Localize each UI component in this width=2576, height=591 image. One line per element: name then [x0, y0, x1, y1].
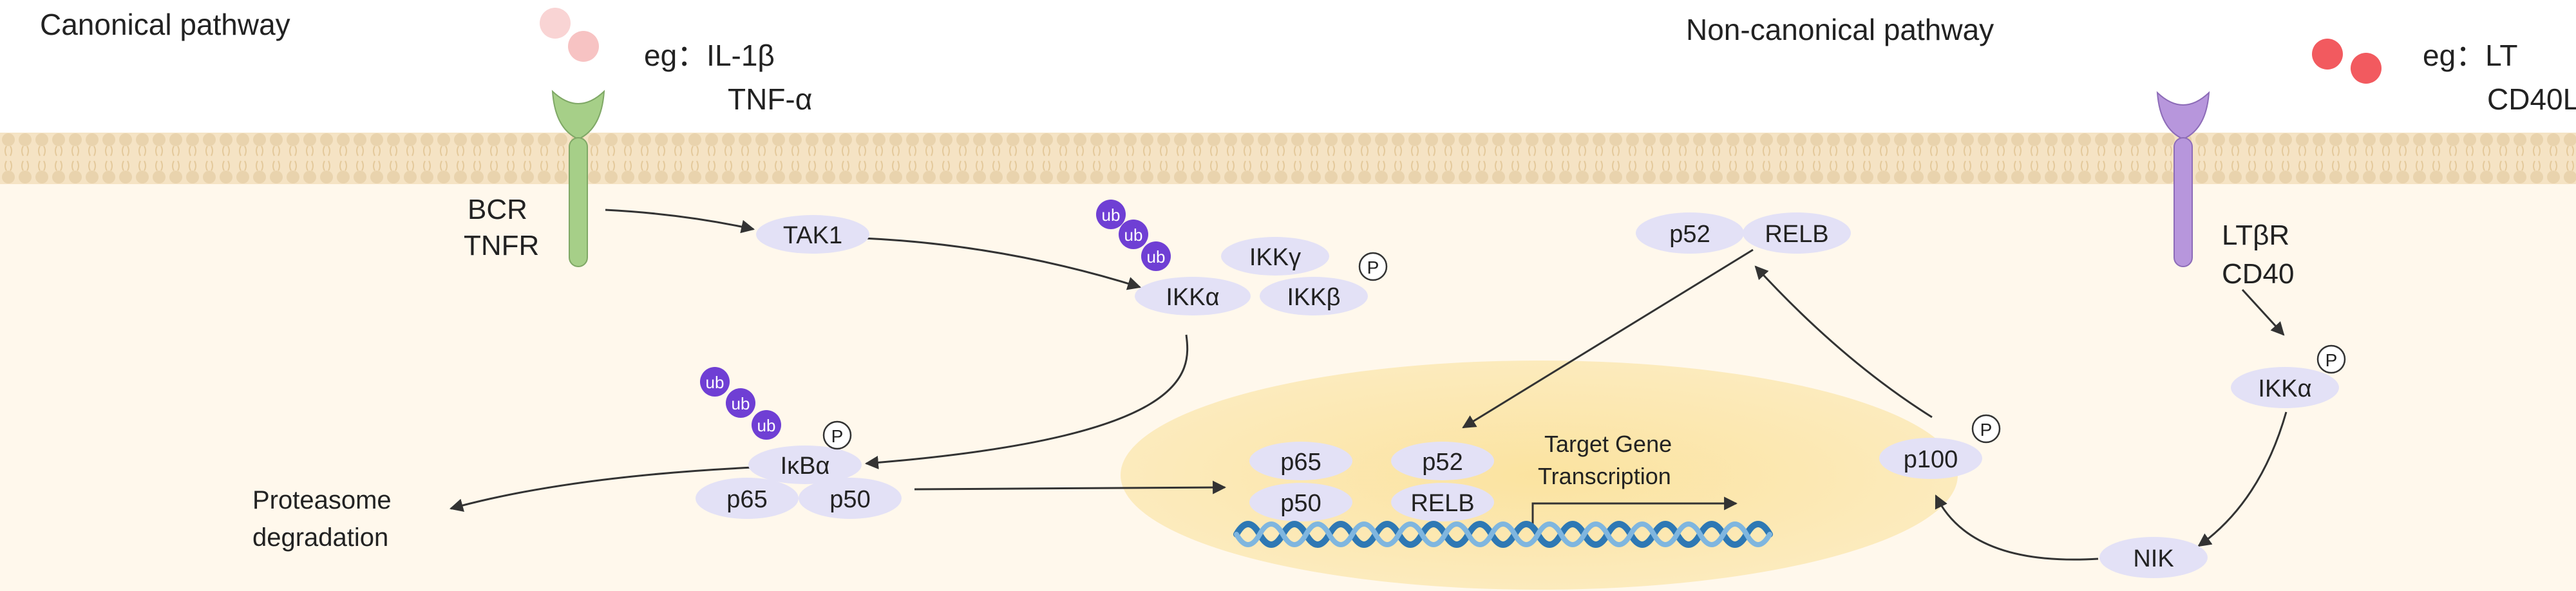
ub-label: ub — [1124, 225, 1143, 245]
p52-relb-complex-cytoplasm: p52 RELB — [1636, 212, 1851, 254]
phospho-label: P — [831, 426, 844, 446]
ub-label: ub — [732, 394, 750, 413]
ub-label: ub — [757, 416, 776, 435]
arrow-ikk-to-ikba — [864, 334, 1189, 469]
p65-protein-cytoplasm: p65 — [696, 478, 799, 519]
relb-protein-cytoplasm: RELB — [1743, 212, 1851, 254]
ikk-gamma-label: IKKγ — [1249, 244, 1301, 271]
phospho-label: P — [2325, 350, 2338, 370]
phospho-label: P — [1980, 420, 1993, 440]
p50-protein-nucleus: p50 — [1249, 483, 1352, 521]
arrow-complex-to-nucleus — [914, 480, 1227, 494]
membrane-inner-leaflet — [0, 158, 2576, 184]
nik-label: NIK — [2133, 545, 2174, 572]
relb-label: RELB — [1410, 490, 1474, 517]
phospho-ikk-beta: P — [1358, 252, 1388, 281]
p100-label: p100 — [1904, 446, 1958, 473]
ikba-p65-p50-complex: ub ub ub IκBα P p65 p50 — [696, 367, 902, 519]
extracellular-space — [0, 0, 2576, 133]
p50-label: p50 — [829, 486, 870, 513]
ikk-beta-protein: IKKβ — [1260, 277, 1368, 315]
arrow-receptor-to-tak1 — [605, 209, 755, 234]
ikba-label: IκBα — [781, 453, 830, 480]
p52-label: p52 — [1669, 221, 1710, 248]
canonical-receptor-label: BCR — [468, 194, 527, 225]
noncanonical-ligand-2 — [2351, 53, 2382, 84]
canonical-ligand-example-2: TNF-α — [728, 82, 812, 116]
relb-label: RELB — [1765, 221, 1828, 248]
noncanonical-ligand-example: eg：LT — [2423, 39, 2517, 72]
ikba-protein: IκBα — [748, 446, 862, 484]
nik-protein: NIK — [2099, 537, 2208, 578]
canonical-receptor-label-2: TNFR — [464, 230, 539, 261]
canonical-pathway-title: Canonical pathway — [40, 8, 290, 41]
arrow-tak1-to-ikk-complex — [862, 237, 1142, 290]
ikk-gamma-protein: IKKγ — [1221, 237, 1329, 276]
arrow-p100-to-p52-relb — [1754, 265, 1933, 418]
arrow-receptor-to-ikka — [2241, 288, 2285, 336]
arrow-nik-to-p100 — [1935, 494, 2099, 561]
ubiquitin-chain-ikk: ub ub ub — [1096, 200, 1171, 271]
noncanonical-receptor-label: LTβR — [2222, 220, 2289, 251]
proteasome-degradation-label-2: degradation — [252, 523, 388, 552]
ub-label: ub — [1147, 247, 1166, 267]
phospho-ikka: P — [2316, 344, 2346, 374]
ikk-alpha-label: IKKα — [1166, 284, 1219, 311]
p52-protein-cytoplasm: p52 — [1636, 212, 1744, 254]
p100-protein: p100 — [1879, 438, 1982, 479]
arrow-ikka-to-nik — [2197, 411, 2287, 547]
ub-label: ub — [706, 373, 724, 392]
arrow-target-gene-transcription — [1531, 496, 1738, 528]
noncanonical-pathway-title: Non-canonical pathway — [1686, 13, 1994, 46]
canonical-receptor — [551, 89, 605, 267]
membrane-outer-leaflet — [0, 133, 2576, 158]
tak1-protein: TAK1 — [756, 215, 869, 254]
tak1-label: TAK1 — [783, 222, 842, 249]
p50-protein-cytoplasm: p50 — [799, 478, 902, 519]
ikka-protein-noncanonical: IKKα — [2231, 367, 2339, 408]
p52-protein-nucleus: p52 — [1391, 442, 1494, 480]
p65-label: p65 — [726, 486, 767, 513]
dna-helix — [1233, 521, 1773, 548]
noncanonical-ligand-1 — [2312, 39, 2343, 70]
canonical-ligand-1 — [540, 8, 571, 39]
canonical-ligand-example: eg：IL-1β — [644, 39, 775, 72]
arrow-p52-relb-to-nucleus — [1462, 249, 1754, 429]
nuclear-dimers: p65 p50 p52 RELB — [1249, 442, 1494, 521]
arrow-to-proteasome-degradation — [449, 466, 754, 512]
ikka-label: IKKα — [2258, 375, 2311, 402]
proteasome-degradation-label: Proteasome — [252, 486, 392, 514]
ikk-alpha-protein: IKKα — [1135, 277, 1251, 315]
ikk-complex: IKKγ IKKβ IKKα ub ub ub P — [1096, 200, 1388, 315]
phospho-label: P — [1367, 258, 1379, 277]
canonical-ligand-2 — [568, 31, 599, 62]
p52-label: p52 — [1422, 449, 1463, 476]
target-gene-label: Target Gene — [1544, 431, 1672, 457]
noncanonical-ligand-example-2: CD40L — [2487, 82, 2576, 116]
noncanonical-receptor — [2156, 91, 2210, 267]
ubiquitin-chain-ikba: ub ub ub — [700, 367, 781, 440]
p65-label: p65 — [1280, 449, 1321, 476]
relb-protein-nucleus: RELB — [1391, 483, 1494, 521]
transcription-label: Transcription — [1538, 463, 1671, 489]
ub-label: ub — [1102, 205, 1121, 225]
ikk-beta-label: IKKβ — [1287, 284, 1340, 311]
phospho-p100: P — [1971, 414, 2001, 444]
p65-protein-nucleus: p65 — [1249, 442, 1352, 480]
p50-label: p50 — [1280, 490, 1321, 517]
phospho-ikba: P — [822, 420, 852, 450]
noncanonical-receptor-label-2: CD40 — [2222, 258, 2295, 290]
